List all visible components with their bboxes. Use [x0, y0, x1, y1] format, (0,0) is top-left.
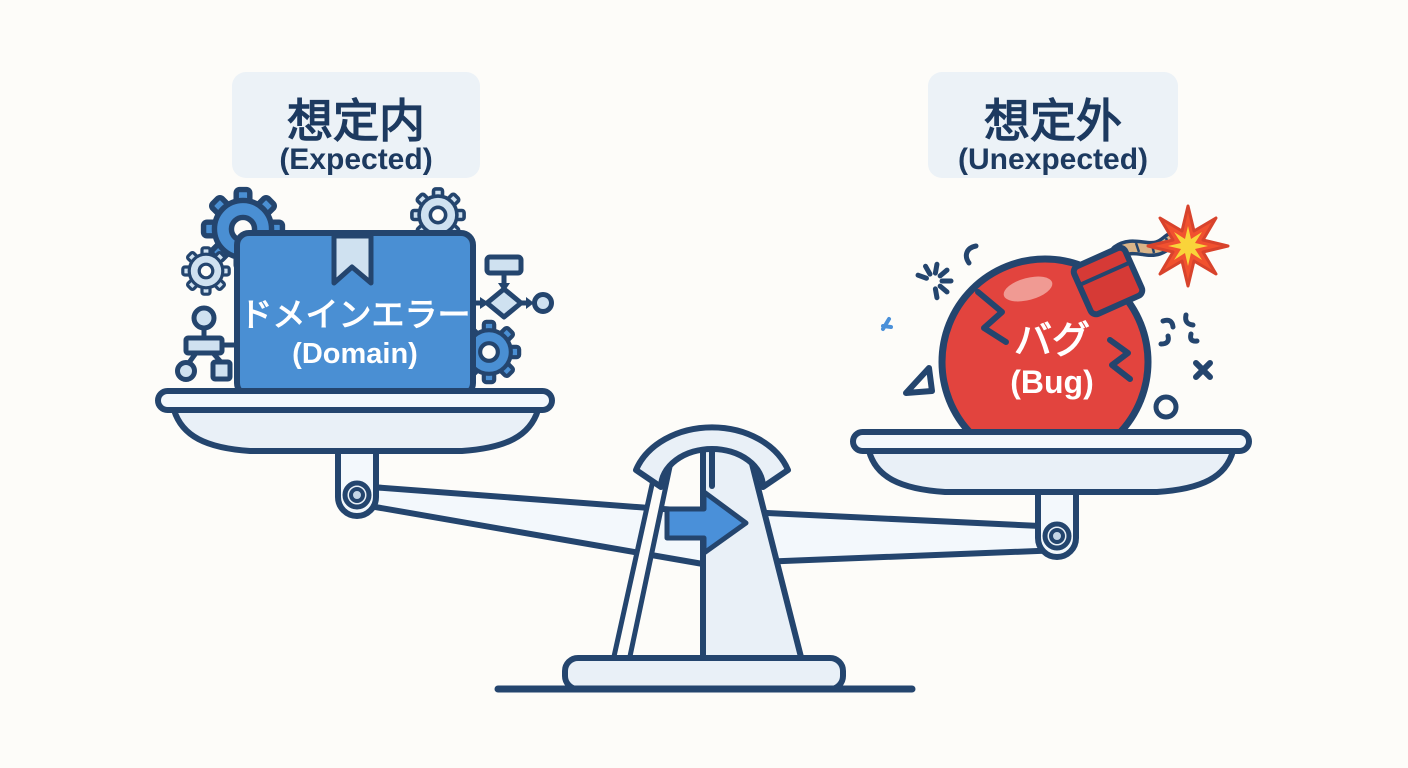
triangle-mark-icon: [903, 365, 935, 396]
right-badge-bg: [928, 72, 1178, 178]
scale-pan-icon: [155, 388, 555, 519]
dash-burst-icon: [915, 261, 954, 301]
curve-mark-icon: [963, 243, 979, 266]
scale-pan-icon: [850, 429, 1252, 560]
left-badge-bg: [232, 72, 480, 178]
cross-mark-icon: [1193, 360, 1213, 380]
bomb-label-jp: バグ: [1014, 320, 1090, 362]
bomb-cap-icon: [1070, 244, 1146, 318]
right-badge: 想定外 (Unexpected): [928, 72, 1178, 178]
bomb-highlight: [1003, 276, 1053, 302]
crack-right: [1107, 337, 1133, 382]
spark-core: [1168, 226, 1208, 266]
balance-scale-icon: [155, 388, 1252, 693]
gear-icon: [181, 246, 231, 296]
pedestal-arch: [633, 424, 791, 490]
anger-mark-icon: [1158, 312, 1200, 347]
bookmark-ribbon-icon: [331, 233, 374, 286]
right-pan-rim: [850, 429, 1252, 454]
left-badge-title-jp: 想定内: [287, 95, 425, 147]
left-pan-rim: [155, 388, 555, 413]
scale-base: [562, 655, 846, 692]
left-badge-title-en: (Expected): [279, 143, 432, 176]
bomb-icon: バグ (Bug): [938, 204, 1230, 469]
pivot-pin-center: [349, 487, 365, 503]
pivot-pin-center: [1049, 528, 1065, 544]
right-badge-title-en: (Unexpected): [958, 143, 1148, 176]
bomb-label-en: (Bug): [1010, 364, 1094, 400]
blue-spark-mark: [881, 317, 893, 331]
domain-box-label-en: (Domain): [292, 338, 418, 370]
right-pan-dish: [866, 448, 1236, 495]
left-pan-dish: [171, 407, 541, 454]
left-badge: 想定内 (Expected): [232, 72, 480, 178]
circle-mark-icon: [1153, 394, 1179, 420]
right-badge-title-jp: 想定外: [984, 95, 1122, 147]
arrow-right-icon: [664, 489, 749, 556]
crack-left: [975, 289, 1009, 345]
domain-box-label-jp: ドメインエラー: [240, 296, 471, 333]
package-box-icon: ドメインエラー (Domain): [234, 230, 476, 398]
